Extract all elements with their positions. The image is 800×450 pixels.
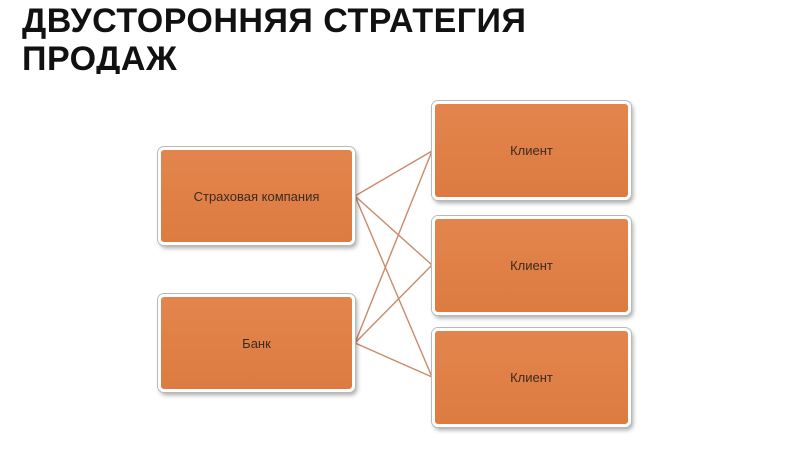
slide-title: ДВУСТОРОННЯЯ СТРАТЕГИЯ ПРОДАЖ	[22, 2, 527, 74]
connector-bank-client2	[354, 264, 433, 344]
node-client-2-label: Клиент	[510, 258, 553, 273]
connector-insurer-client1	[354, 150, 433, 197]
node-client-3: Клиент	[432, 328, 631, 427]
connector-insurer-client3	[354, 195, 433, 378]
node-bank-label: Банк	[242, 335, 271, 351]
connector-bank-client1	[354, 150, 433, 344]
node-client-1-label: Клиент	[510, 143, 553, 158]
node-client-1: Клиент	[432, 101, 631, 200]
connector-insurer-client2	[354, 195, 433, 266]
connector-bank-client3	[354, 342, 433, 378]
node-client-2: Клиент	[432, 216, 631, 315]
node-insurance-company-label: Страховая компания	[193, 188, 320, 204]
node-insurance-company: Страховая компания	[158, 147, 355, 245]
node-client-3-label: Клиент	[510, 370, 553, 385]
node-bank: Банк	[158, 294, 355, 392]
